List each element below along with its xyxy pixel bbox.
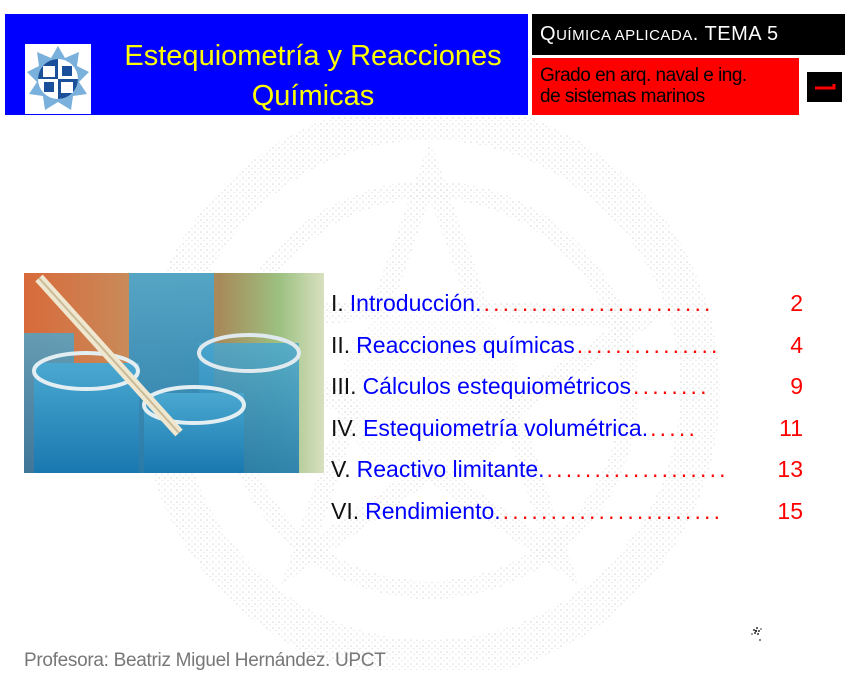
toc-item-number: III. xyxy=(331,373,357,399)
toc-leader-dots: ..... xyxy=(650,414,699,441)
toc-item-introduccion[interactable]: I. Introducción. .......................… xyxy=(331,283,803,325)
title-line-1: Estequiometría y Reacciones xyxy=(124,40,502,72)
toc-leader-dots: ....................... xyxy=(502,497,724,524)
toc-item-rendimiento[interactable]: VI. Rendimiento. .......................… xyxy=(331,491,803,533)
degree-line-2: de sistemas marinos xyxy=(540,86,705,107)
toc-leader-dots: ................... xyxy=(546,456,729,482)
sparkle-cursor-icon xyxy=(751,627,762,641)
toc-item-number: II. xyxy=(331,331,351,358)
toc-leader-dots: ........................ xyxy=(483,290,714,316)
next-page-button[interactable] xyxy=(807,72,842,102)
toc-item-page[interactable]: 15 xyxy=(777,497,803,524)
university-crest-icon xyxy=(25,44,91,114)
toc-item-reactivo-limitante[interactable]: V. Reactivo limitante. .................… xyxy=(331,449,803,491)
toc-item-label[interactable]: Introducción. xyxy=(349,290,482,316)
toc-leader-dots: ........ xyxy=(633,373,710,399)
toc-item-page[interactable]: 4 xyxy=(790,331,803,358)
toc-item-number: I. xyxy=(331,290,344,316)
test-tubes-photo xyxy=(24,273,324,473)
toc-item-label[interactable]: Cálculos estequiométricos xyxy=(362,373,632,399)
toc-item-calculos-estequiometricos[interactable]: III. Cálculos estequiométricos ........ … xyxy=(331,366,803,408)
toc-item-label[interactable]: Rendimiento. xyxy=(365,497,501,524)
toc-item-number: V. xyxy=(331,456,351,482)
course-suffix: . TEMA 5 xyxy=(692,23,779,45)
toc-item-page[interactable]: 9 xyxy=(790,373,803,399)
title-line-2: Químicas xyxy=(251,80,375,112)
toc-item-reacciones-quimicas[interactable]: II. Reacciones químicas ............... … xyxy=(331,325,803,367)
toc-item-page[interactable]: 2 xyxy=(790,290,803,316)
toc-leader-dots: ............... xyxy=(576,331,721,358)
table-of-contents: I. Introducción. .......................… xyxy=(331,283,803,532)
toc-item-label[interactable]: Estequiometría volumétrica. xyxy=(363,414,649,441)
title-banner: Estequiometría y Reacciones Químicas xyxy=(5,14,528,115)
toc-item-page[interactable]: 11 xyxy=(779,414,803,441)
toc-item-estequiometria-volumetrica[interactable]: IV. Estequiometría volumétrica. ..... 11 xyxy=(331,408,803,450)
arrow-right-icon xyxy=(815,84,836,90)
toc-item-number: VI. xyxy=(331,497,360,524)
degree-line-1: Grado en arq. naval e ing. xyxy=(540,65,747,86)
course-label: QUÍMICA APLICADA. TEMA 5 xyxy=(532,14,845,55)
toc-item-page[interactable]: 13 xyxy=(777,456,803,482)
course-prefix-small: UÍMICA APLICADA xyxy=(556,27,693,44)
course-prefix-big: Q xyxy=(540,23,557,45)
page-title: Estequiometría y Reacciones Químicas xyxy=(97,36,529,116)
author-footer: Profesora: Beatriz Miguel Hernández. UPC… xyxy=(24,650,386,671)
degree-label: Grado en arq. naval e ing. de sistemas m… xyxy=(532,58,799,115)
toc-item-number: IV. xyxy=(331,414,358,441)
toc-item-label[interactable]: Reacciones químicas xyxy=(356,331,575,358)
toc-item-label[interactable]: Reactivo limitante. xyxy=(356,456,545,482)
